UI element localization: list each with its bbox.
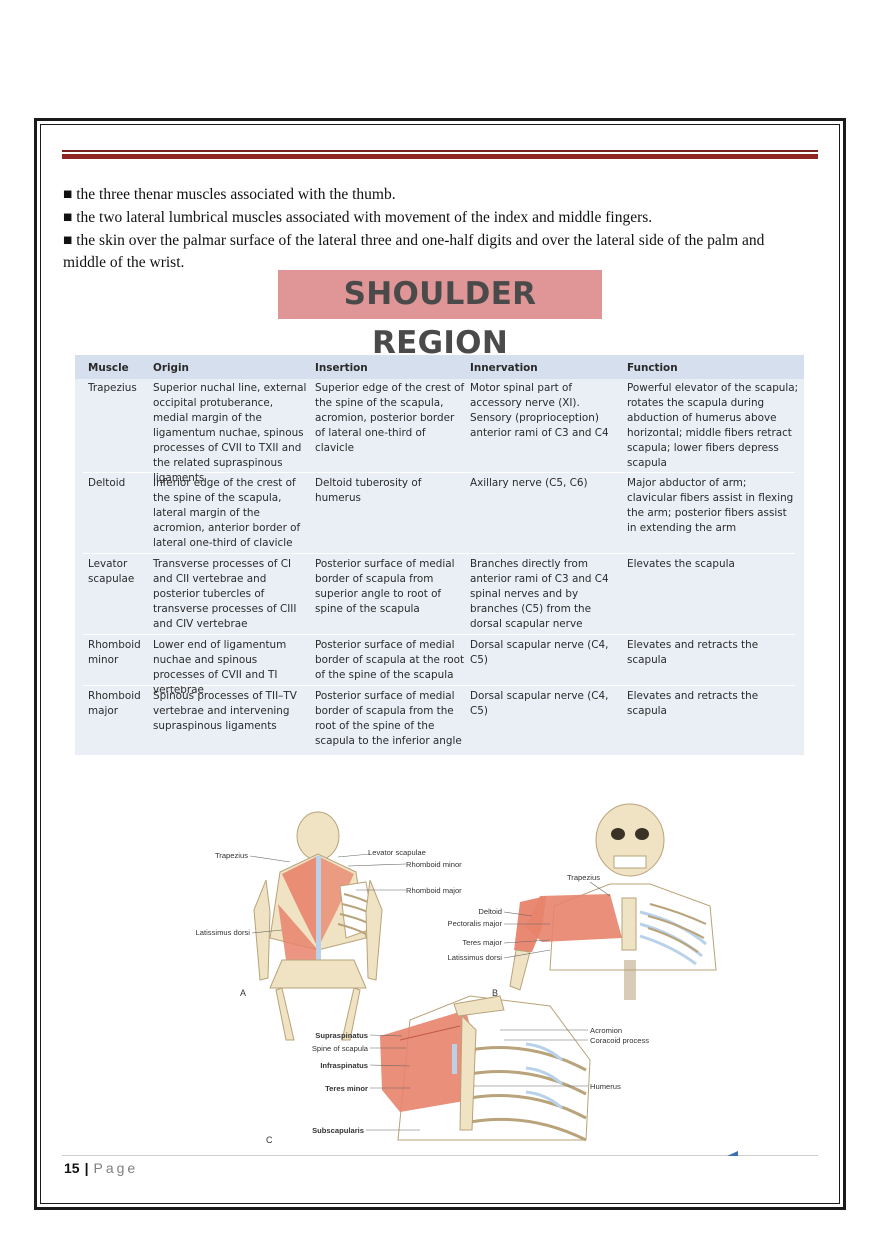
- footer-accent: [727, 1151, 738, 1156]
- page-border-inner: [40, 124, 840, 1204]
- table-cell-insertion: Posterior surface of medial border of sc…: [315, 639, 465, 681]
- label-latissimus-dorsi-a: Latissimus dorsi: [196, 928, 251, 937]
- column-header-muscle: Muscle: [88, 362, 129, 374]
- panel-c-illustration: [380, 995, 591, 1142]
- label-levator-scapulae: Levator scapulae: [368, 848, 426, 857]
- label-trapezius-b: Trapezius: [567, 873, 600, 882]
- table-cell-muscle: Rhomboid minor: [88, 639, 141, 666]
- column-header-innervation: Innervation: [470, 362, 538, 374]
- row-divider: [83, 472, 795, 473]
- panel-c-leader-lines: [366, 1029, 588, 1131]
- table-cell-function: Elevates and retracts the scapula: [627, 639, 759, 666]
- label-subscapularis: Subscapularis: [312, 1126, 364, 1135]
- label-teres-minor: Teres minor: [325, 1084, 368, 1093]
- label-supraspinatus: Supraspinatus: [315, 1031, 368, 1040]
- header-rule-thin: [62, 150, 818, 152]
- shoulder-muscles-figure: Trapezius Levator scapulae Rhomboid mino…: [196, 803, 717, 1145]
- table-cell-insertion: Deltoid tuberosity of humerus: [315, 477, 422, 504]
- panel-a-illustration: [253, 811, 383, 1041]
- table-cell-muscle: Deltoid: [88, 477, 126, 489]
- label-infraspinatus: Infraspinatus: [320, 1061, 368, 1070]
- table-cell-origin: Superior nuchal line, external occipital…: [153, 382, 307, 484]
- label-pectoralis-major: Pectoralis major: [448, 919, 503, 928]
- bullet-item: ■ the three thenar muscles associated wi…: [63, 186, 396, 203]
- panel-letter-c: C: [266, 1135, 273, 1145]
- label-latissimus-dorsi-b: Latissimus dorsi: [448, 953, 503, 962]
- panel-letter-b: B: [492, 988, 498, 998]
- table-cell-innervation: Axillary nerve (C5, C6): [470, 477, 588, 489]
- table-cell-function: Major abductor of arm; clavicular fibers…: [627, 477, 794, 534]
- table-cell-origin: Inferior edge of the crest of the spine …: [153, 477, 301, 549]
- table-cell-innervation: Dorsal scapular nerve (C4, C5): [470, 639, 609, 666]
- table-cell-innervation: Motor spinal part of accessory nerve (XI…: [470, 382, 609, 439]
- table-cell-function: Powerful elevator of the scapula; rotate…: [627, 382, 799, 469]
- page-number: 15: [64, 1160, 80, 1176]
- footer-separator: |: [84, 1160, 89, 1176]
- column-header-insertion: Insertion: [315, 362, 368, 374]
- panel-a-leader-lines: [249, 853, 407, 934]
- bullet-list: ■ the three thenar muscles associated wi…: [63, 184, 803, 275]
- table-cell-innervation: Branches directly from anterior rami of …: [470, 558, 609, 630]
- panel-letter-a: A: [240, 988, 246, 998]
- bullet-item: ■ the skin over the palmar surface of th…: [63, 232, 765, 271]
- table-cell-muscle: Trapezius: [88, 382, 137, 394]
- column-header-origin: Origin: [153, 362, 189, 374]
- row-divider: [83, 685, 795, 686]
- table-cell-innervation: Dorsal scapular nerve (C4, C5): [470, 690, 609, 717]
- panel-b-illustration: [509, 803, 717, 1000]
- section-heading: SHOULDER REGION: [278, 270, 602, 361]
- label-coracoid-process: Coracoid process: [590, 1036, 649, 1045]
- muscle-table: Muscle Origin Insertion Innervation Func…: [75, 355, 804, 755]
- table-cell-function: Elevates and retracts the scapula: [627, 690, 759, 717]
- label-rhomboid-major: Rhomboid major: [406, 886, 462, 895]
- footer-divider: [62, 1155, 818, 1156]
- row-divider: [83, 634, 795, 635]
- label-acromion: Acromion: [590, 1026, 622, 1035]
- column-header-function: Function: [627, 362, 678, 374]
- page-border-outer: [34, 118, 846, 1210]
- bullet-item: ■ the two lateral lumbrical muscles asso…: [63, 209, 653, 226]
- table-cell-origin: Spinous processes of TII–TV vertebrae an…: [153, 690, 297, 732]
- table-cell-muscle: Levator scapulae: [88, 558, 135, 585]
- label-spine-of-scapula: Spine of scapula: [312, 1044, 369, 1053]
- page-label: Page: [93, 1160, 139, 1176]
- label-humerus: Humerus: [590, 1082, 621, 1091]
- table-cell-insertion: Superior edge of the crest of the spine …: [315, 382, 465, 454]
- panel-b-leader-lines: [503, 881, 611, 959]
- table-cell-function: Elevates the scapula: [627, 558, 735, 570]
- row-divider: [83, 553, 795, 554]
- header-rule-thick: [62, 154, 818, 159]
- table-cell-origin: Transverse processes of CI and CII verte…: [153, 558, 297, 630]
- table-header-row: [75, 355, 804, 379]
- label-deltoid: Deltoid: [478, 907, 502, 916]
- table-cell-origin: Lower end of ligamentum nuchae and spino…: [153, 639, 287, 696]
- page-footer: 15|Page: [64, 1160, 138, 1176]
- label-trapezius-a: Trapezius: [215, 851, 248, 860]
- label-rhomboid-minor: Rhomboid minor: [406, 860, 462, 869]
- label-teres-major: Teres major: [462, 938, 502, 947]
- table-cell-insertion: Posterior surface of medial border of sc…: [315, 558, 455, 615]
- table-cell-insertion: Posterior surface of medial border of sc…: [315, 690, 462, 747]
- table-cell-muscle: Rhomboid major: [88, 690, 141, 717]
